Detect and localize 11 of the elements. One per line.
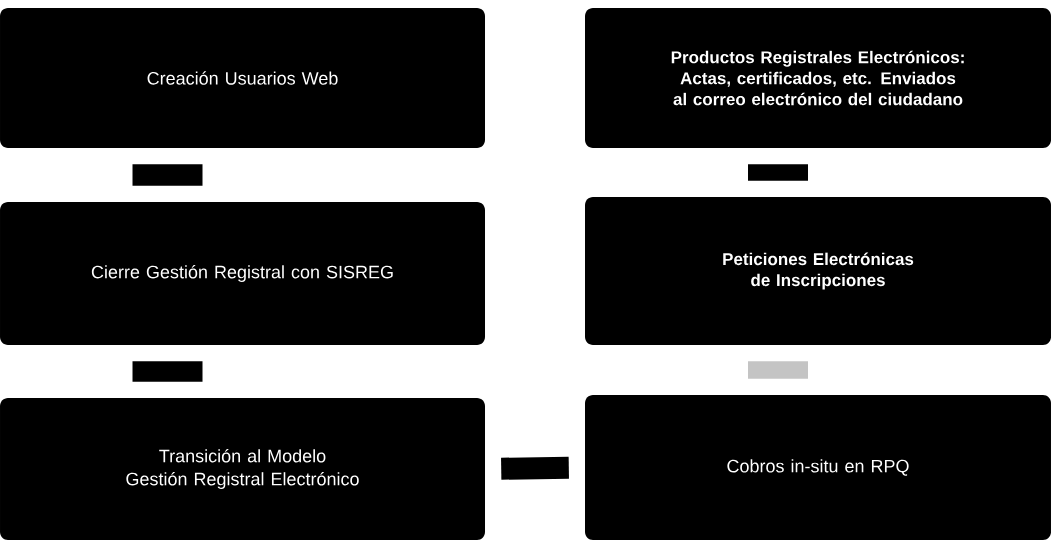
- process-box: Cierre Gestión Registral con SISREG: [0, 202, 485, 345]
- connector-bar: [132, 361, 203, 382]
- process-box: Productos Registrales Electrónicos: Actas, certificados, etc. Enviados al correo electrónico del ciudadano: [585, 8, 1051, 148]
- connector-bar: [132, 164, 203, 186]
- connector-bar: [748, 164, 808, 181]
- connector-bar: [748, 361, 808, 379]
- process-box: Transición al Modelo Gestión Registral Electrónico: [0, 398, 485, 540]
- process-box: Creación Usuarios Web: [0, 8, 485, 148]
- process-box: Peticiones Electrónicas de Inscripciones: [585, 197, 1051, 345]
- connector-bar: [501, 456, 569, 480]
- process-box: Cobros in-situ en RPQ: [585, 395, 1051, 540]
